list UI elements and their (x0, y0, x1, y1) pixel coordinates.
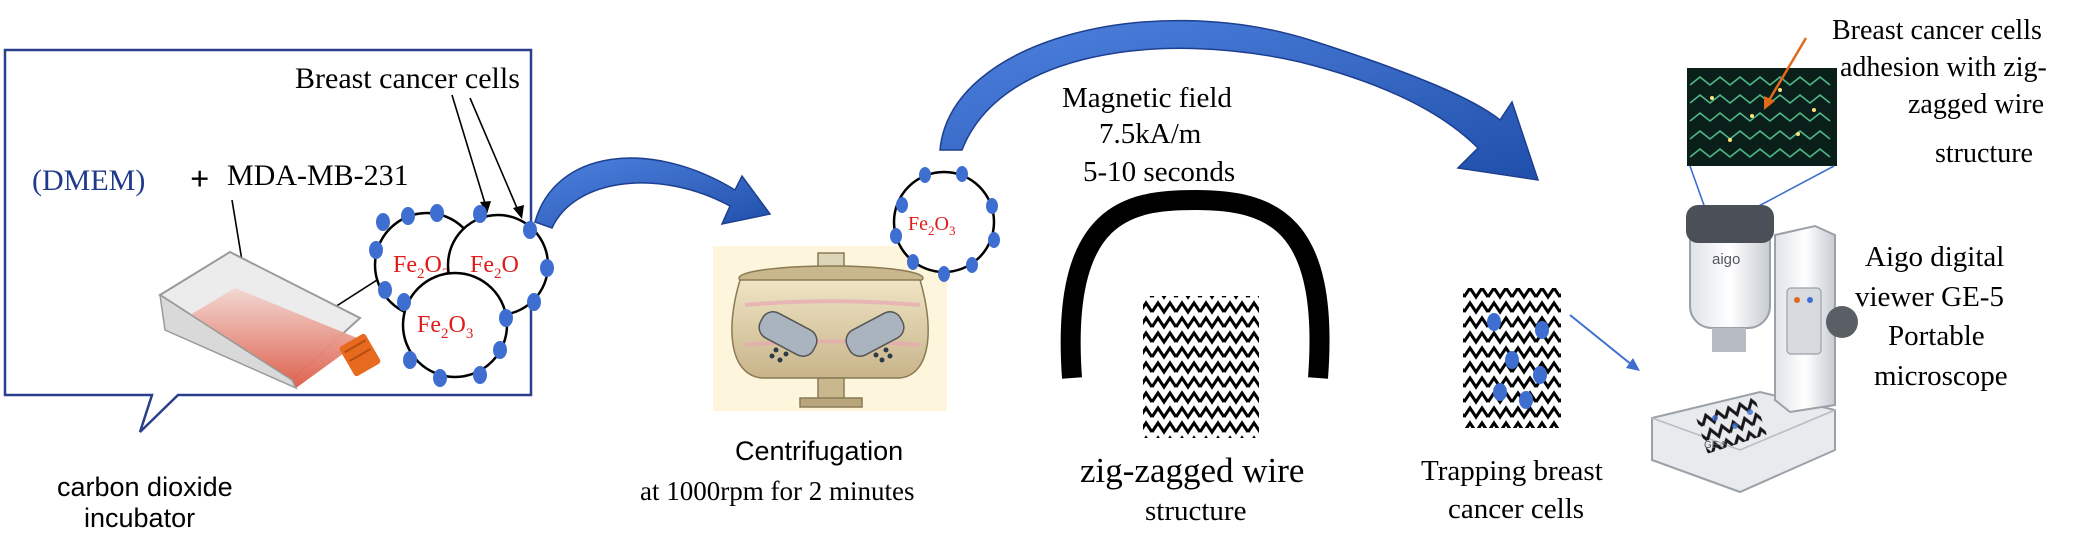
svg-text:Fe2O: Fe2O (470, 252, 519, 282)
inset-label-line3: zagged wire (1908, 89, 2044, 120)
cell-dots (369, 204, 554, 387)
microscope-model-tag: GE-5 (1704, 440, 1728, 451)
pointer-arrow (451, 94, 488, 211)
device-label-line1: Aigo digital (1865, 241, 2004, 273)
magnet-arc-icon (1060, 189, 1330, 379)
microscope-inset-image (1687, 68, 1837, 166)
incubator-label-line2: incubator (84, 503, 195, 531)
device-label-line3: Portable (1888, 320, 1985, 352)
plus-sign: + (190, 161, 209, 198)
svg-text:Fe2O3: Fe2O3 (393, 252, 449, 282)
zigzag-label-line1: zig-zagged wire (1080, 451, 1304, 490)
magnetic-field-strength: 7.5kA/m (1099, 118, 1202, 150)
flow-arrow-1 (534, 157, 772, 229)
magnetic-field-duration: 5-10 seconds (1083, 156, 1235, 188)
centrifugation-label: Centrifugation (735, 436, 903, 466)
culture-flask-icon (158, 250, 381, 390)
magnetic-field-label: Magnetic field (1062, 82, 1232, 114)
digital-microscope-icon: aigo GE-5 (1651, 205, 1858, 494)
centrifuge-icon (713, 246, 947, 411)
pointer-arrow (469, 97, 521, 216)
microscope-brand: aigo (1712, 251, 1740, 268)
connector-line (1569, 314, 1633, 366)
device-label-line2: viewer GE-5 (1855, 281, 2004, 313)
zoom-line (1754, 165, 1835, 209)
arrowhead-icon (1764, 96, 1775, 110)
breast-cancer-cells-label: Breast cancer cells (295, 62, 520, 95)
centrifugation-detail: at 1000rpm for 2 minutes (640, 476, 914, 506)
trapping-label-line1: Trapping breast (1421, 455, 1603, 487)
nanoparticle-cluster: Fe2O3 Fe2O Fe2O3 (369, 204, 554, 387)
callout-box (3, 48, 533, 433)
fe2o3-particle: Fe2O3 (401, 271, 509, 379)
zigzag-wire-icon (1143, 296, 1259, 438)
svg-text:Fe2O3: Fe2O3 (417, 312, 473, 342)
device-label-line4: microscope (1874, 360, 2008, 392)
inset-label-line2: adhesion with zig- (1840, 52, 2047, 83)
zigzag-label-line2: structure (1145, 495, 1246, 527)
svg-text:Fe2O3: Fe2O3 (908, 213, 955, 238)
dmem-label: (DMEM) (32, 164, 145, 197)
cell-line-label: MDA-MB-231 (227, 159, 409, 192)
incubator-label-line1: carbon dioxide (57, 472, 233, 502)
flow-arrow-2 (939, 19, 1540, 181)
arrowhead-icon (513, 205, 524, 219)
inset-label-line1: Breast cancer cells (1832, 15, 2042, 46)
trapping-wire-icon (1463, 288, 1561, 428)
arrowhead-icon (480, 201, 491, 214)
arrowhead-icon (1626, 358, 1640, 371)
orange-pointer (1766, 37, 1808, 103)
inset-label-line4: structure (1935, 138, 2033, 169)
trapping-label-line2: cancer cells (1448, 493, 1584, 525)
fe2o3-particle-single: Fe2O3 (890, 166, 1000, 282)
incubator-callout: (DMEM) + MDA-MB-231 Breast cancer cells (3, 48, 554, 433)
zoom-line (1689, 165, 1706, 209)
